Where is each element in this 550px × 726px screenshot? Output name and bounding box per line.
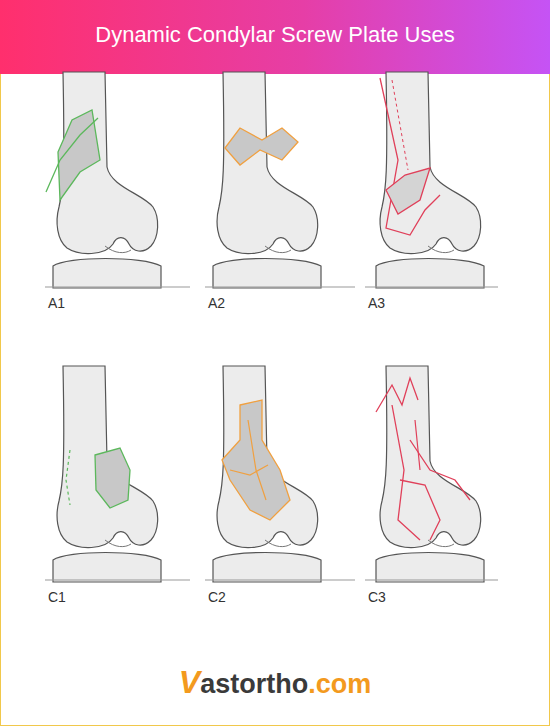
page-title: Dynamic Condylar Screw Plate Uses xyxy=(0,22,550,48)
logo-text: Vastortho xyxy=(179,664,308,701)
logo-text: .com xyxy=(308,669,371,700)
fracture-type-label: C3 xyxy=(368,589,386,605)
fracture-type-label: C2 xyxy=(208,589,226,605)
fracture-type-label: A3 xyxy=(368,295,385,311)
fracture-type-label: A1 xyxy=(48,295,65,311)
site-logo: Vastortho.com xyxy=(0,664,550,701)
fracture-type-label: C1 xyxy=(48,589,66,605)
fracture-type-label: A2 xyxy=(208,295,225,311)
